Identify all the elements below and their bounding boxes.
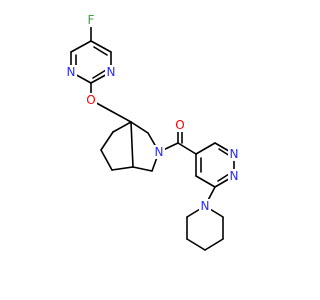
atom-labels: F N N O N O N N (65, 13, 240, 213)
piperidine-nitrogen-label: N (201, 199, 210, 213)
bond-double (92, 69, 107, 79)
bond (100, 131, 114, 151)
piperidine-nitrogen-atom: N (199, 199, 211, 213)
bond (204, 238, 224, 251)
bond (177, 142, 197, 155)
pyrimidine-n1-label: N (107, 65, 116, 79)
pyridazine-n2-label: N (230, 169, 239, 183)
pyridazine-n2-atom: N (228, 169, 240, 183)
ether-oxygen-atom: O (85, 93, 97, 107)
bond-double (93, 46, 108, 56)
bond (130, 121, 134, 168)
molecule-canvas: F N N O N O N N (0, 0, 300, 300)
bond (112, 121, 132, 133)
fluorine-atom: F (85, 13, 97, 27)
carbonyl-oxygen-atom: O (174, 118, 186, 132)
pyridazine-n1-label: N (230, 147, 239, 161)
amide-nitrogen-atom: N (153, 145, 165, 159)
fluorine-label: F (88, 13, 95, 27)
bond (130, 121, 149, 134)
pyrimidine-n1-atom: N (105, 65, 117, 79)
molecule-structure: F N N O N O N N (0, 0, 300, 300)
bond (100, 149, 113, 171)
bond (186, 238, 206, 251)
pyridazine-n1-atom: N (228, 147, 240, 161)
bond (90, 40, 112, 53)
bond (110, 110, 132, 123)
background (0, 0, 300, 300)
carbonyl-oxygen-label: O (175, 118, 184, 132)
bond (70, 40, 92, 53)
amide-nitrogen-label: N (155, 145, 164, 159)
bond-double (217, 173, 230, 182)
bond (195, 142, 216, 155)
bond (111, 166, 134, 171)
bond (132, 166, 153, 172)
pyrimidine-n2-atom: N (65, 65, 77, 79)
pyrimidine-n2-label: N (67, 65, 76, 79)
bond (195, 175, 216, 188)
ether-oxygen-label: O (86, 93, 95, 107)
